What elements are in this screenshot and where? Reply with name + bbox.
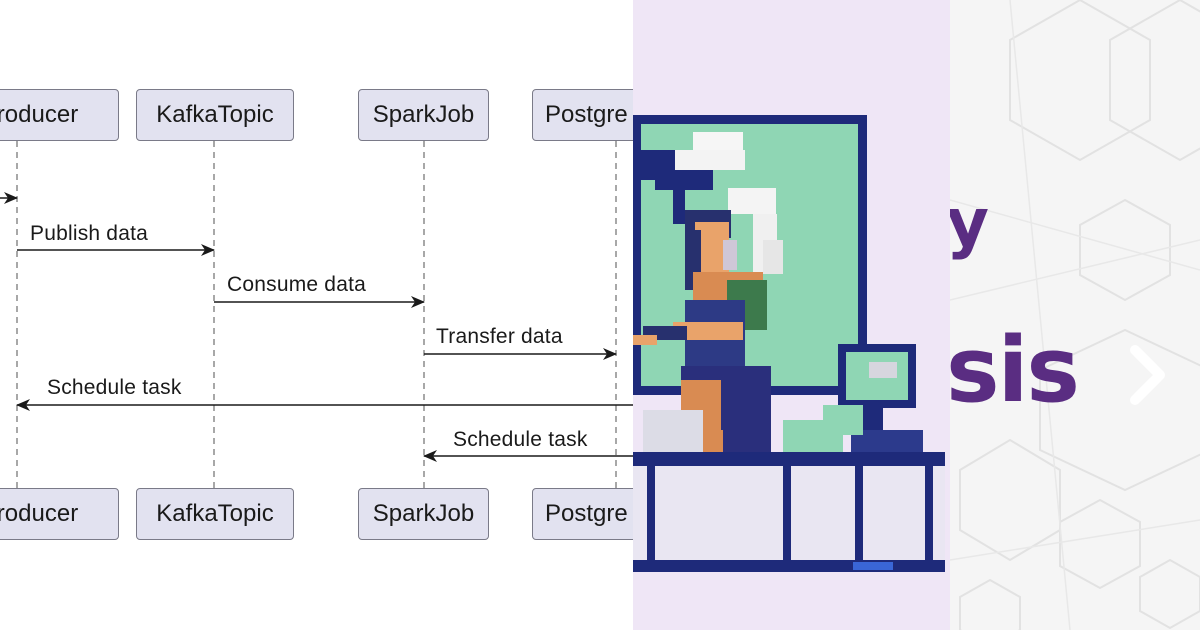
message-label-consume-data: Consume data	[227, 273, 366, 296]
hexagon-lines	[950, 0, 1200, 630]
message-label-schedule-task-2: Schedule task	[453, 428, 588, 451]
banner-text-main: sis	[950, 318, 1080, 423]
participant-kafkatopic-bottom: KafkaTopic	[136, 488, 294, 540]
sequence-diagram: Producer KafkaTopic SparkJob Postgre Pub…	[0, 89, 633, 540]
hexagon-pattern	[959, 0, 1200, 630]
participant-postgres-bottom: Postgre	[532, 488, 633, 540]
participant-producer-top: Producer	[0, 89, 119, 141]
participant-postgres-top: Postgre	[532, 89, 633, 141]
participant-producer-bottom: Producer	[0, 488, 119, 540]
message-label-schedule-task-1: Schedule task	[47, 376, 182, 399]
banner-text-top: y	[950, 184, 990, 261]
pixel-art-illustration	[633, 0, 950, 630]
whiteboard	[633, 115, 867, 395]
message-label-transfer-data: Transfer data	[436, 325, 563, 348]
participant-sparkjob-bottom: SparkJob	[358, 488, 489, 540]
sequence-lines	[0, 141, 633, 488]
workbench-table	[633, 410, 945, 572]
participant-sparkjob-top: SparkJob	[358, 89, 489, 141]
monitor	[823, 344, 923, 452]
hexagon-banner: y sis	[950, 0, 1200, 630]
participant-kafkatopic-top: KafkaTopic	[136, 89, 294, 141]
chevron-right-icon	[1130, 345, 1165, 405]
message-label-publish-data: Publish data	[30, 222, 148, 245]
